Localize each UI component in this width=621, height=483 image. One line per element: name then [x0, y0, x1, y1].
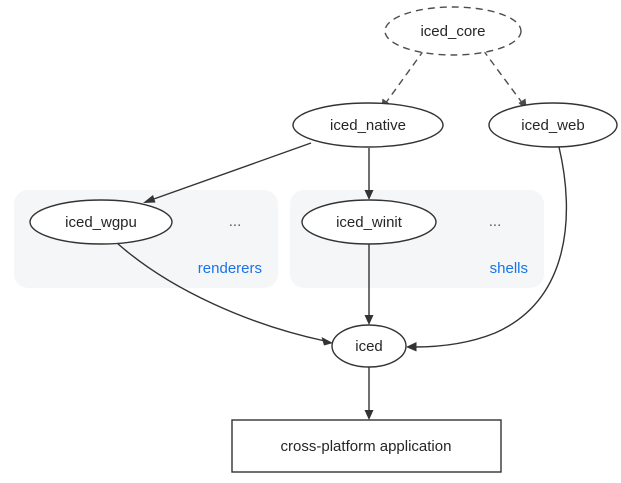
- node-iced[interactable]: iced: [331, 324, 407, 368]
- iced-wgpu-ellipse[interactable]: [29, 199, 173, 245]
- node-iced-web[interactable]: iced_web: [488, 102, 618, 148]
- iced-web-label: iced_web: [521, 117, 584, 134]
- arrowhead: [321, 337, 333, 346]
- iced-native-ellipse[interactable]: [292, 102, 444, 148]
- arrowhead: [364, 190, 374, 200]
- edge-iced-native-to-iced-wgpu: [143, 142, 312, 203]
- edge-iced-to-application: [364, 367, 374, 420]
- arrowhead: [364, 410, 374, 420]
- node-iced-winit[interactable]: iced_winit: [301, 199, 437, 245]
- renderers-group-label: renderers: [198, 260, 262, 277]
- application-label: cross-platform application: [281, 438, 452, 455]
- iced-winit-ellipse[interactable]: [301, 199, 437, 245]
- edge-line: [482, 49, 524, 105]
- iced-winit-label: iced_winit: [336, 214, 403, 231]
- edge-line: [413, 146, 568, 348]
- iced-core-ellipse[interactable]: [384, 6, 522, 56]
- node-iced-core[interactable]: iced_core: [384, 6, 522, 56]
- arrowhead: [364, 315, 374, 325]
- iced-label: iced: [355, 338, 383, 355]
- shells-group-label: shells: [490, 260, 528, 277]
- shells-more-ellipsis: ...: [489, 213, 502, 230]
- application-box[interactable]: [231, 419, 502, 473]
- node-application[interactable]: cross-platform application: [231, 419, 502, 473]
- arrowhead: [406, 342, 417, 352]
- edge-iced-core-to-iced-native: [381, 49, 425, 111]
- edge-iced-winit-to-iced: [364, 244, 374, 325]
- arrowhead: [143, 195, 156, 203]
- iced-web-ellipse[interactable]: [488, 102, 618, 148]
- edge-iced-native-to-iced-winit: [364, 148, 374, 200]
- iced-core-label: iced_core: [420, 23, 485, 40]
- iced-native-label: iced_native: [330, 117, 406, 134]
- edge-iced-core-to-iced-web: [482, 49, 527, 111]
- edge-line: [116, 242, 326, 342]
- edge-line: [150, 142, 312, 201]
- node-iced-wgpu[interactable]: iced_wgpu: [29, 199, 173, 245]
- edge-iced-web-to-iced: [406, 146, 568, 352]
- edge-iced-wgpu-to-iced: [116, 242, 333, 346]
- renderers-more-ellipsis: ...: [229, 213, 242, 230]
- iced-wgpu-label: iced_wgpu: [65, 214, 137, 231]
- edge-line: [384, 49, 425, 105]
- iced-ellipse[interactable]: [331, 324, 407, 368]
- node-iced-native[interactable]: iced_native: [292, 102, 444, 148]
